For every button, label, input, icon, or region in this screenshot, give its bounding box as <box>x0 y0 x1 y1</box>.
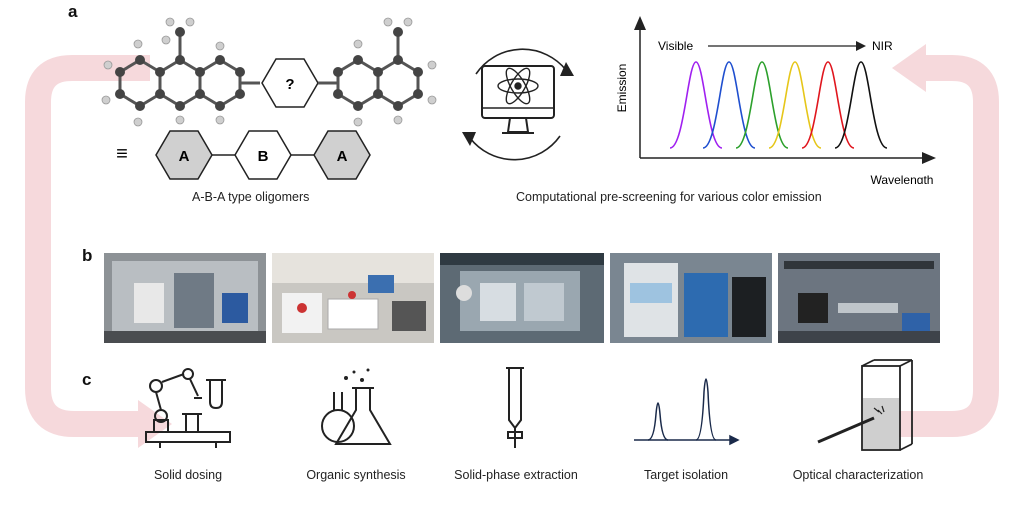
molecule-left-atoms <box>115 27 245 111</box>
emission-peaks <box>669 61 888 149</box>
molecule-left-hydrogens <box>101 17 225 127</box>
equivalence-symbol: ≡ <box>116 143 128 165</box>
robot-arm-icon <box>145 368 231 448</box>
x-axis-label: Wavelength <box>871 173 934 184</box>
panel-label-b: b <box>82 246 93 265</box>
emission-peak-2 <box>702 61 756 149</box>
cuvette-icon <box>817 359 913 451</box>
molecule-right-atoms <box>333 27 423 111</box>
unknown-core-label: ? <box>285 76 294 93</box>
cycle-arrowhead-top <box>560 62 574 76</box>
visible-label: Visible <box>658 39 693 53</box>
emission-spectrum-chart: Emission Wavelength Visible NIR <box>615 16 936 184</box>
atom-icon <box>497 67 539 105</box>
step-label-solid-phase-extraction: Solid-phase extraction <box>454 468 578 482</box>
cycle-arrow-top <box>475 48 567 75</box>
step-label-optical-characterization: Optical characterization <box>792 468 924 482</box>
panel-label-a: a <box>68 2 78 21</box>
oligomer-caption: A-B-A type oligomers <box>192 190 310 204</box>
computation-cycle-icon <box>462 48 574 161</box>
left-loop-arrow-body <box>25 55 150 437</box>
emission-peak-4 <box>768 61 822 149</box>
monitor-icon <box>481 65 555 119</box>
photo-hplc-instrument <box>610 253 772 343</box>
column-icon <box>506 367 524 448</box>
emission-peak-6 <box>834 61 888 149</box>
flasks-icon <box>321 368 392 445</box>
chromatogram-icon <box>634 378 740 446</box>
step-label-organic-synthesis: Organic synthesis <box>306 468 406 482</box>
hexagon-a-left-label: A <box>179 148 190 165</box>
hexagon-b-label: B <box>258 148 269 165</box>
panel-label-c: c <box>82 370 92 389</box>
nir-label: NIR <box>872 39 893 53</box>
photo-synthesis-station <box>272 253 434 343</box>
right-loop-arrowhead <box>892 44 926 92</box>
photo-optical-bench <box>778 253 940 343</box>
emission-peak-5 <box>801 61 855 149</box>
step-label-solid-dosing: Solid dosing <box>153 468 223 482</box>
step-label-target-isolation: Target isolation <box>643 468 729 482</box>
photo-extraction-deck <box>440 253 604 343</box>
hexagon-a-right <box>313 130 371 180</box>
molecule-right-hydrogens <box>353 17 437 127</box>
range-arrowhead <box>856 41 866 51</box>
hexagon-a-right-label: A <box>337 148 348 165</box>
emission-peak-3 <box>735 61 789 149</box>
y-axis-label: Emission <box>615 64 629 113</box>
right-loop-arrow-body <box>882 55 999 437</box>
x-axis-arrowhead <box>922 152 936 164</box>
cycle-arrow-bottom <box>469 135 561 161</box>
y-axis-arrowhead <box>634 16 646 30</box>
molecule-illustration: ? ≡ A B A <box>101 17 437 180</box>
cycle-arrowhead-bottom <box>462 132 476 146</box>
emission-peak-1 <box>669 61 723 149</box>
photo-solid-dosing-robot <box>104 253 266 343</box>
screening-caption: Computational pre-screening for various … <box>516 190 822 204</box>
